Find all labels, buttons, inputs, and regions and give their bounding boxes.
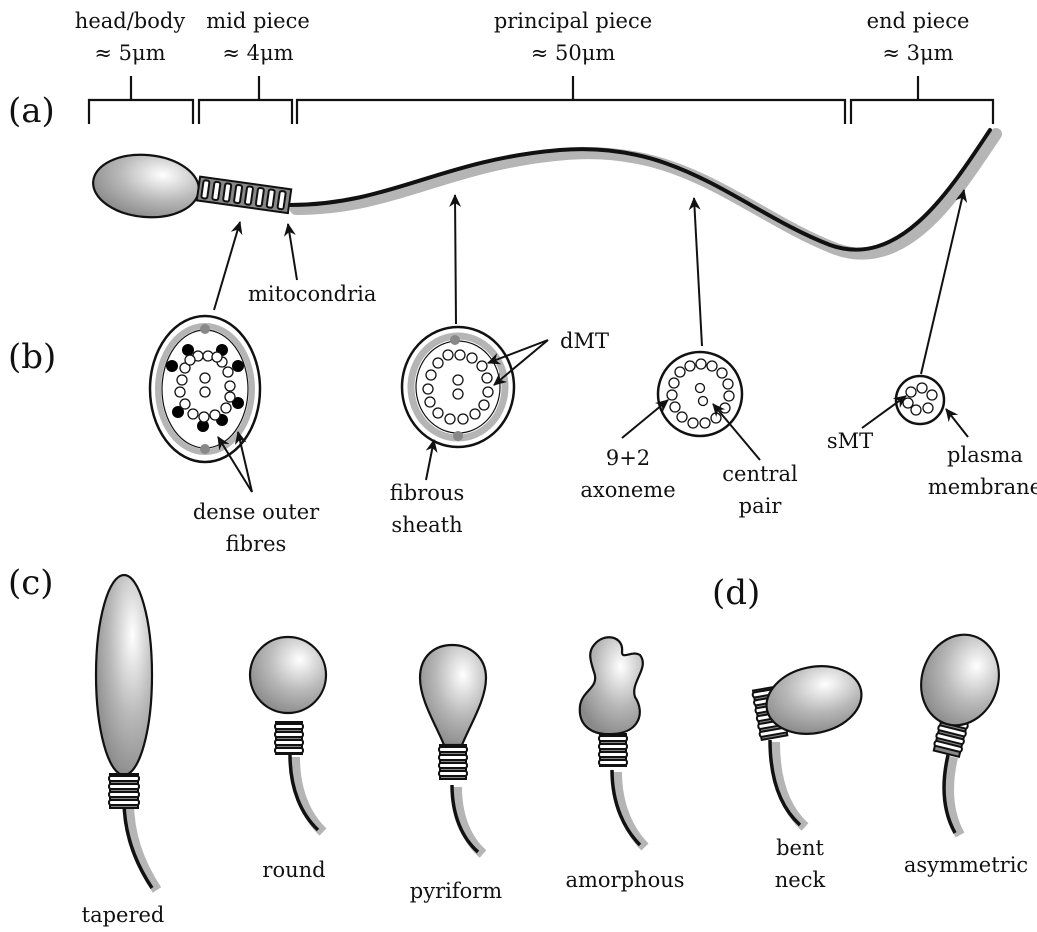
segment-name: principal piece xyxy=(494,9,652,33)
segment-length: ≈ 3μm xyxy=(882,41,953,65)
morphology-label: bent xyxy=(776,836,824,860)
midpiece-mitochondria xyxy=(197,177,291,214)
panel-label-c: (c) xyxy=(8,563,54,603)
main-sperm xyxy=(90,130,996,254)
segment-principal-piece: principal piece ≈ 50μm xyxy=(494,9,652,65)
flagellum xyxy=(290,130,990,250)
morphology-tapered: tapered xyxy=(82,575,165,927)
label-dMT: dMT xyxy=(560,329,609,353)
cross-section-end-piece xyxy=(896,376,944,424)
label-fibrous-sheath-2: sheath xyxy=(391,513,462,537)
label-sMT: sMT xyxy=(827,429,873,453)
morphology-amorphous: amorphous xyxy=(565,637,684,892)
morphology-label: asymmetric xyxy=(904,853,1028,877)
label-dense-outer-fibres-2: fibres xyxy=(226,532,287,556)
bracket-principal xyxy=(297,76,845,124)
label-axoneme-2: axoneme xyxy=(580,478,675,502)
segment-length: ≈ 5μm xyxy=(94,41,165,65)
segment-brackets xyxy=(89,76,993,124)
segment-name: head/body xyxy=(75,9,186,33)
label-central-pair-2: pair xyxy=(739,494,783,518)
morphology-label: tapered xyxy=(82,903,165,927)
morphology-label: amorphous xyxy=(565,868,684,892)
segment-end-piece: end piece ≈ 3μm xyxy=(867,9,970,65)
segment-name: end piece xyxy=(867,9,970,33)
segment-head-body: head/body ≈ 5μm xyxy=(75,9,186,65)
bracket-mid xyxy=(199,76,292,124)
panel-label-d: (d) xyxy=(712,573,760,613)
label-dense-outer-fibres-1: dense outer xyxy=(193,500,320,524)
label-plasma-membrane-1: plasma xyxy=(947,443,1023,467)
segment-name: mid piece xyxy=(206,9,310,33)
morphology-asymmetric: asymmetric xyxy=(904,625,1028,877)
morphology-pyriform: pyriform xyxy=(410,645,503,903)
morphology-label: neck xyxy=(775,868,826,892)
label-central-pair-1: central xyxy=(722,462,798,486)
label-axoneme-1: 9+2 xyxy=(606,446,650,470)
cross-section-midpiece xyxy=(150,316,260,462)
label-plasma-membrane-2: membrane xyxy=(928,475,1037,499)
label-mitocondria: mitocondria xyxy=(248,282,376,306)
morphology-label: round xyxy=(262,858,325,882)
segment-length: ≈ 4μm xyxy=(222,41,293,65)
morphology-round: round xyxy=(250,637,326,882)
cross-section-principal xyxy=(402,327,514,447)
panel-label-b: (b) xyxy=(8,337,56,377)
segment-length: ≈ 50μm xyxy=(531,41,616,65)
segment-mid-piece: mid piece ≈ 4μm xyxy=(206,9,310,65)
bracket-end xyxy=(851,76,993,124)
sperm-head xyxy=(90,150,201,221)
label-fibrous-sheath-1: fibrous xyxy=(390,481,464,505)
morphology-bent-neck: bent neck xyxy=(752,658,868,892)
bracket-head xyxy=(89,76,193,124)
morphology-label: pyriform xyxy=(410,879,503,903)
panel-label-a: (a) xyxy=(8,91,55,131)
